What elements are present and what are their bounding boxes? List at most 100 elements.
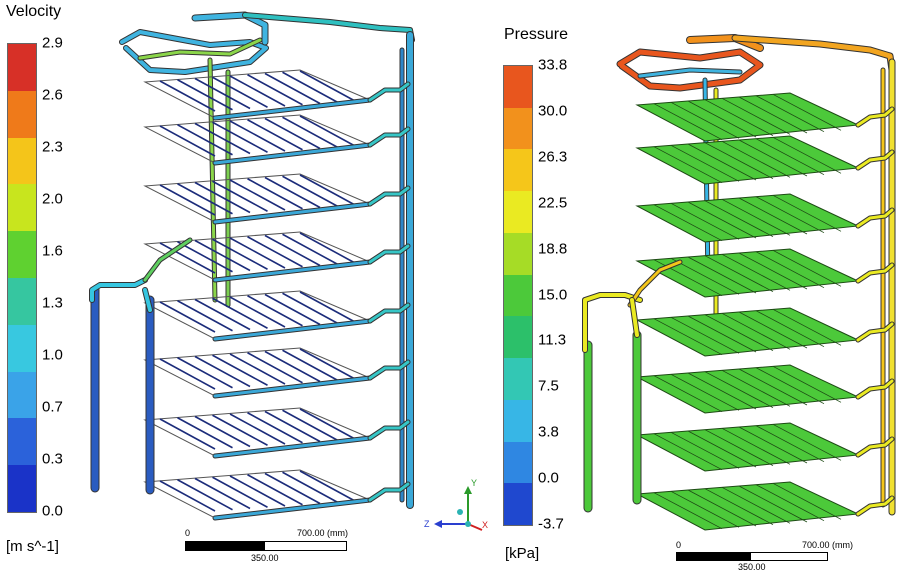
tick-label: 18.8	[538, 240, 568, 258]
color-band	[504, 107, 532, 150]
plate-channel	[282, 409, 338, 441]
plate-channel	[229, 179, 286, 211]
plate-channel	[159, 418, 216, 450]
plate-channel	[177, 241, 233, 273]
plate-channel	[755, 484, 825, 522]
pressure-color-bar	[503, 65, 533, 526]
plate-outline	[143, 407, 372, 457]
tick-label: 2.6	[42, 86, 63, 104]
velocity-unit-label: [m s^-1]	[6, 538, 59, 555]
inner-vertical-pipe-1	[703, 78, 710, 282]
left-link-pipe	[628, 260, 682, 307]
plate-channel	[159, 480, 216, 512]
color-band	[8, 465, 36, 512]
plate-surface	[635, 193, 860, 243]
plate-channel	[247, 352, 303, 384]
tick-label: 0.0	[538, 469, 559, 487]
plate-channel	[721, 253, 791, 291]
color-band	[504, 66, 532, 108]
plate-connector-outline	[855, 495, 895, 517]
plate-channel	[670, 257, 740, 295]
plate-channel	[282, 233, 338, 265]
plate-connector-outline	[367, 419, 411, 441]
plate-connector	[368, 420, 410, 440]
color-band	[504, 232, 532, 275]
plate-channel	[721, 140, 791, 178]
plate-channel	[755, 310, 825, 348]
plate-channel	[229, 413, 286, 445]
plate-surface	[635, 135, 860, 185]
plate-channel	[687, 143, 757, 181]
velocity-plate	[143, 231, 411, 283]
color-band	[504, 191, 532, 233]
tick-label: 22.5	[538, 194, 568, 212]
plate-header	[213, 498, 372, 520]
color-band	[8, 184, 36, 232]
plate-connector-outline	[855, 378, 895, 400]
plate-surface	[635, 92, 860, 142]
color-band	[504, 358, 532, 400]
plate-channel	[264, 410, 321, 443]
plate-channel	[264, 72, 321, 105]
top-header-pipe-outline	[686, 34, 764, 52]
tick-label: 1.0	[42, 346, 63, 364]
tick-label: 0.7	[42, 398, 63, 416]
plate-channel	[194, 77, 251, 110]
plate-header-outline	[212, 142, 373, 166]
right-scale-mid: 350.00	[738, 562, 766, 572]
plate-surface	[635, 248, 860, 298]
color-band	[504, 274, 532, 317]
plate-channel	[738, 139, 808, 177]
plate-connector	[856, 322, 894, 342]
plate-channel	[653, 375, 723, 413]
color-band	[8, 371, 36, 419]
color-band	[504, 399, 532, 442]
plate-channel	[670, 373, 740, 411]
top-crossover-pipe-outline	[242, 12, 415, 43]
tick-label: 30.0	[538, 102, 568, 120]
plate-connector-outline	[367, 185, 411, 207]
plate-channel	[212, 414, 268, 446]
left-scale-mid: 350.00	[251, 553, 279, 563]
color-band	[504, 483, 532, 525]
plate-channel	[264, 350, 321, 383]
plate-channel	[772, 249, 842, 287]
left-scale-unit: (mm)	[327, 528, 349, 538]
plate-channel	[670, 144, 740, 182]
plate-connector	[368, 482, 410, 502]
axis-x-label: X	[482, 520, 489, 530]
plate-channel	[653, 433, 723, 471]
color-band	[504, 316, 532, 359]
velocity-plate	[143, 407, 411, 459]
plate-channel	[264, 472, 321, 505]
plate-channel	[687, 430, 757, 468]
plate-channel	[299, 70, 356, 102]
color-band	[8, 137, 36, 185]
left-link-pipe	[143, 238, 192, 282]
plate-channel	[755, 425, 825, 463]
plate-channel	[177, 479, 233, 511]
plate-channel	[704, 99, 774, 137]
top-header-pipe	[192, 12, 268, 45]
plate-connector	[856, 379, 894, 399]
plate-channel	[247, 474, 303, 506]
plate-outline	[143, 347, 372, 397]
plate-channel	[177, 300, 233, 332]
tick-label: 7.5	[538, 377, 559, 395]
plate-channel	[177, 124, 233, 156]
plate-channel	[670, 431, 740, 469]
top-manifold-loop-outline	[119, 29, 269, 75]
plate-channel	[738, 197, 808, 235]
right-scale-max: 700.00	[802, 540, 830, 550]
plate-connector	[368, 186, 410, 206]
plate-channel	[721, 198, 791, 236]
axis-triad-arrows	[434, 486, 483, 531]
plate-channel	[738, 96, 808, 134]
plate-connector	[368, 360, 410, 380]
plate-channel	[704, 200, 774, 238]
plate-channel	[247, 178, 303, 210]
velocity-plate	[143, 469, 411, 521]
tick-label: -3.7	[538, 515, 564, 533]
